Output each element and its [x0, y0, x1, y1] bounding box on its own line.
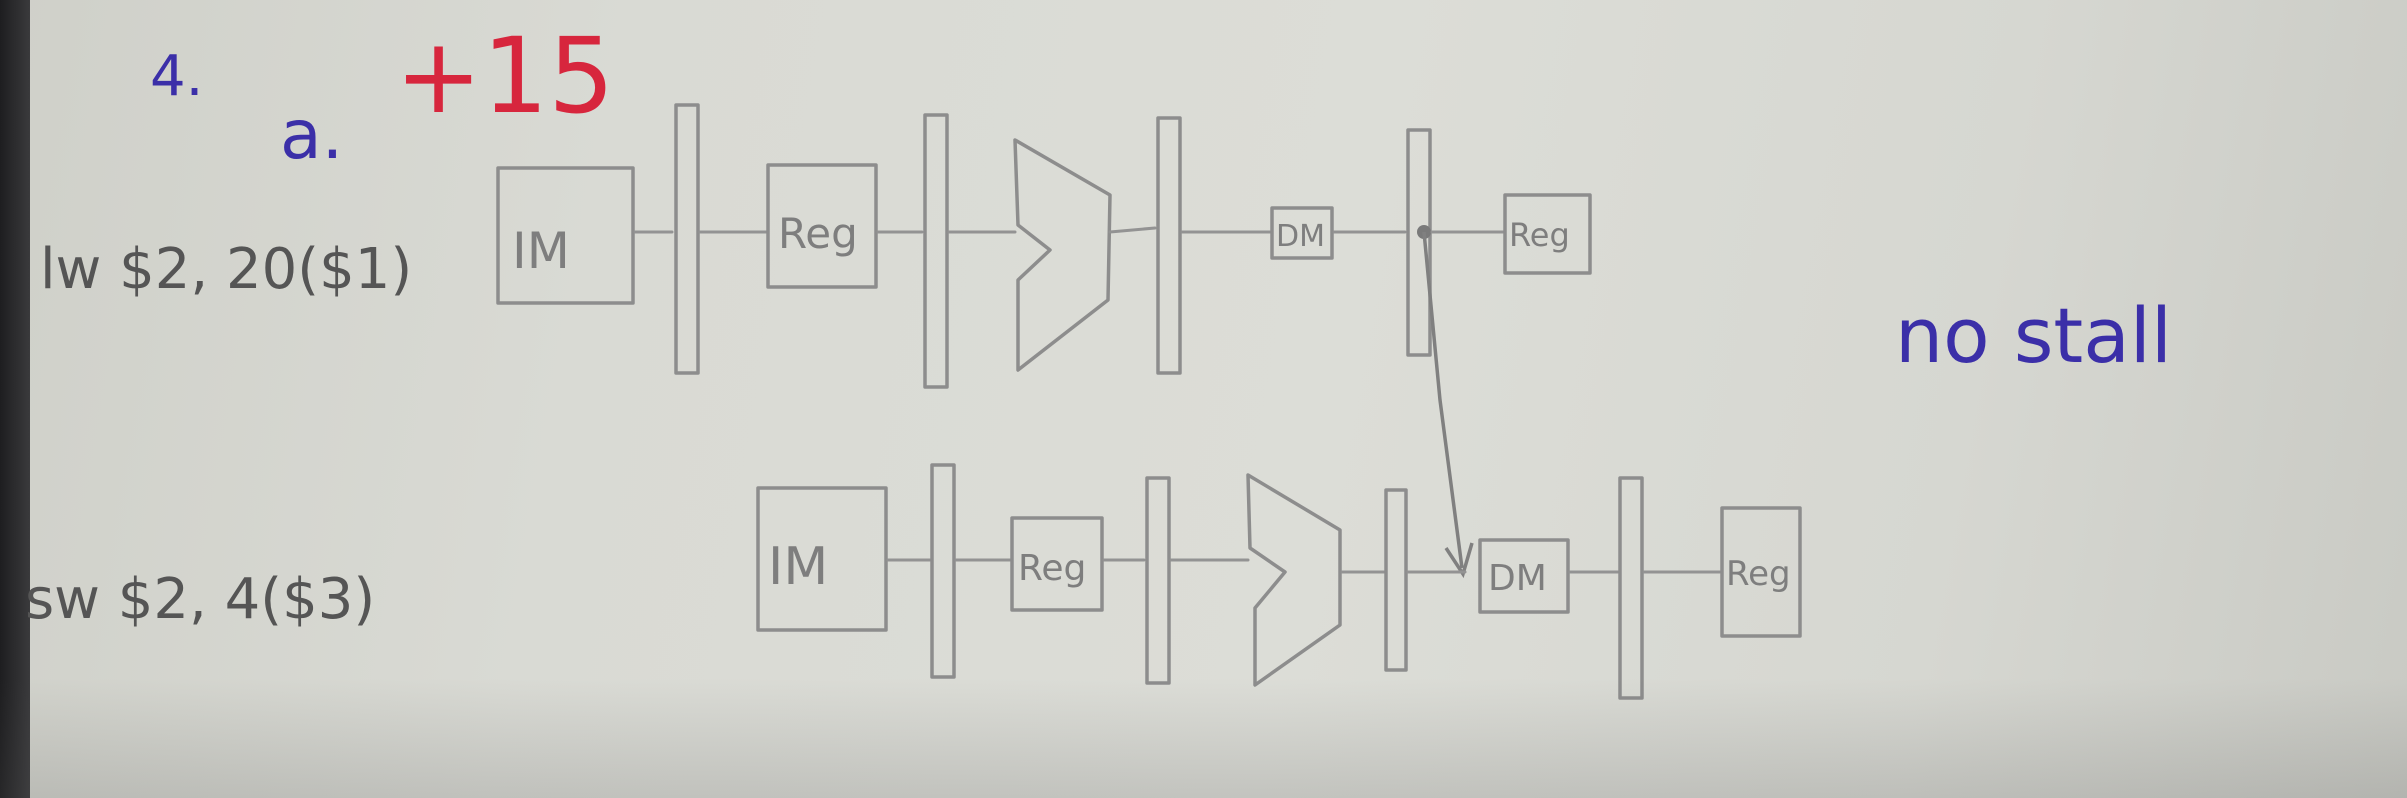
row2-pipe-reg-4 [1618, 476, 1644, 700]
row2-dm-label: DM [1488, 558, 1547, 599]
row2-dm-box [1478, 538, 1570, 614]
row2-im-box [756, 486, 888, 632]
row1-im-box [496, 166, 635, 305]
row1-wb-reg-label: Reg [1509, 216, 1570, 254]
row1-dm-label: DM [1276, 219, 1325, 254]
row2-wb-reg-label: Reg [1726, 554, 1791, 594]
page-shadow [0, 678, 2407, 798]
row2-reg-box [1010, 516, 1104, 612]
row1-reg-label: Reg [778, 209, 858, 258]
row1-reg-box [766, 163, 878, 289]
row2-wb-reg-box [1720, 506, 1802, 638]
row2-im-label: IM [768, 537, 828, 597]
row2-reg-label: Reg [1018, 548, 1086, 589]
row1-alu [1013, 138, 1112, 372]
row1-pipe-reg-1 [674, 103, 700, 375]
row1-im-label: IM [512, 222, 570, 280]
desk-edge [0, 0, 30, 798]
row2-pipe-reg-2 [1145, 476, 1171, 685]
row1-pipe-reg-2 [923, 113, 949, 389]
row1-pipe-reg-4 [1406, 128, 1432, 357]
problem-part: a. [280, 96, 343, 175]
row2-alu [1246, 473, 1342, 687]
forwarding-arrow [1422, 231, 1464, 569]
row2-pipe-reg-3 [1384, 488, 1408, 672]
row2-pipe-reg-1 [930, 463, 956, 679]
row1-wb-reg-box [1503, 193, 1592, 275]
instruction-sw: sw $2, 4($3) [25, 567, 375, 632]
conclusion-note: no stall [1895, 291, 2172, 380]
forwarding-arrowhead [1444, 542, 1474, 579]
problem-number: 4. [150, 44, 203, 109]
instruction-lw: lw $2, 20($1) [40, 237, 412, 302]
row1-dm-box [1270, 206, 1334, 260]
row1-pipe-reg-3 [1156, 116, 1182, 375]
grade-mark: +15 [395, 15, 614, 137]
row1-wire-5 [1108, 226, 1157, 234]
